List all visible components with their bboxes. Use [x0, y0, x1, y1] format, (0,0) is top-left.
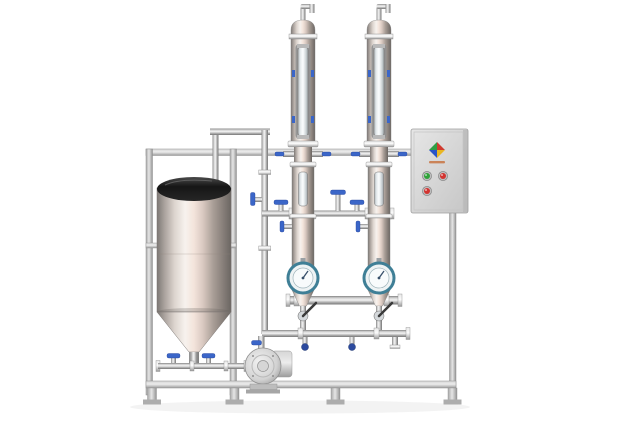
bottom-manifold-pipe — [262, 330, 408, 337]
pump-foot — [246, 389, 280, 394]
conical-tank — [156, 177, 232, 363]
valve-knob — [301, 343, 309, 351]
pump-hub — [257, 360, 269, 372]
tank-shell — [156, 187, 232, 313]
brand-logo — [429, 142, 445, 158]
tank-riser-pipe — [212, 130, 219, 188]
frame-post-left — [145, 148, 153, 396]
end-flange — [397, 293, 403, 307]
main-valve-stem — [254, 197, 262, 202]
indicator-light-red-1 — [438, 171, 448, 181]
valve-handle — [273, 199, 289, 205]
valve-handle — [251, 340, 262, 346]
end-flange — [285, 293, 291, 307]
suction-pipe — [158, 363, 248, 369]
valve-handle — [201, 353, 216, 359]
brand-text — [429, 161, 445, 164]
pump — [244, 336, 293, 394]
clamp-ring — [258, 169, 271, 175]
bottom-manifold — [262, 327, 411, 351]
valve-knob — [348, 343, 356, 351]
manifold-valves — [273, 189, 365, 211]
mid-manifold-pipe — [262, 210, 392, 217]
end-flange — [405, 327, 411, 340]
panel-enclosure — [410, 128, 469, 214]
tank-dome — [157, 177, 231, 201]
membrane-column-2 — [349, 2, 409, 336]
membrane-column-1 — [273, 2, 333, 336]
drain-outlet — [392, 337, 398, 346]
valve-handle — [166, 353, 181, 359]
control-panel — [410, 128, 469, 214]
feed-piping — [210, 128, 271, 334]
top-feed-pipe — [210, 128, 270, 135]
vertical-main-pipe — [261, 130, 268, 334]
indicator-light-green — [422, 171, 432, 181]
tank-cone — [156, 311, 232, 353]
valve-handle — [330, 189, 346, 195]
clamp-ring — [258, 245, 271, 251]
leveling-feet — [143, 387, 462, 405]
pump-base — [249, 383, 278, 390]
floor-shadow — [130, 400, 470, 414]
indicator-light-red-2 — [422, 186, 432, 196]
frame-bottom-rail — [145, 380, 457, 389]
valve-handle — [349, 199, 365, 205]
lower-cross-pipe-run — [288, 296, 400, 305]
valve-handle — [250, 192, 256, 206]
panel-door — [413, 131, 464, 211]
